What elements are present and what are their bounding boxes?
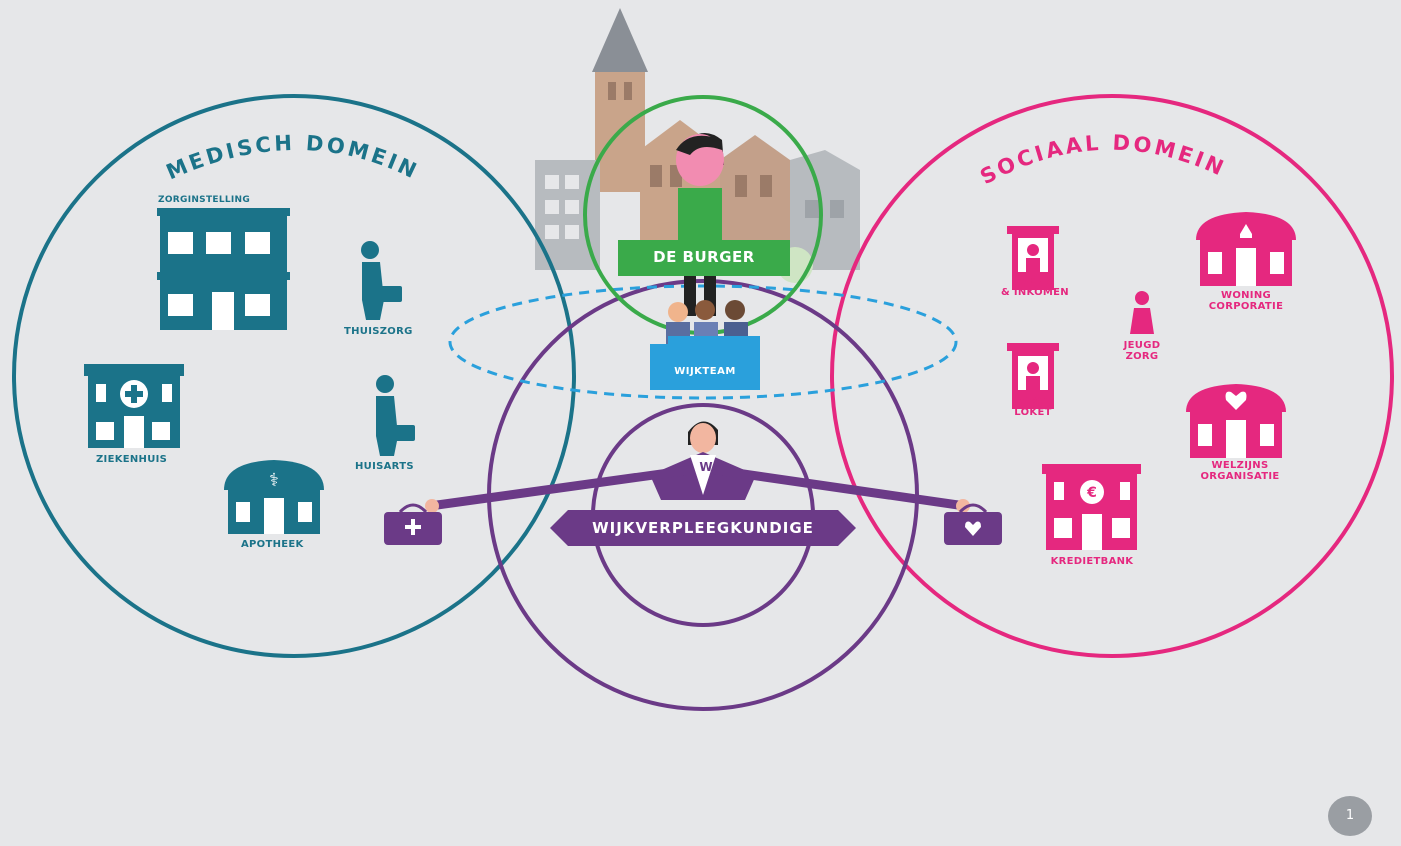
zorginstelling-label: ZORGINSTELLING — [158, 195, 251, 205]
medical-bag-icon — [384, 503, 442, 545]
werk-inkomen-kiosk-icon — [1007, 226, 1059, 290]
social-domain-title: SOCIAAL DOMEIN — [976, 131, 1229, 190]
burger-banner — [618, 240, 790, 276]
kredietbank-label: KREDIETBANK — [1050, 556, 1134, 567]
nurse-label: WIJKVERPLEEGKUNDIGE — [592, 519, 814, 537]
burger-label: DE BURGER — [653, 248, 755, 266]
social-domain-circle — [830, 94, 1394, 658]
wijkteam-dashed-ellipse — [448, 284, 958, 400]
thuiszorg-label: THUISZORG — [344, 326, 413, 337]
nurse-banner — [550, 510, 856, 546]
wijkteam-label: WIJKTEAM — [674, 366, 736, 377]
huisarts-doctor-icon — [376, 375, 415, 456]
medical-domain-circle — [12, 94, 576, 658]
medical-domain-title: MEDISCH DOMEIN — [163, 131, 423, 185]
svg-text:⚕: ⚕ — [269, 470, 279, 491]
nurse-figure — [425, 421, 970, 513]
burger-figure — [676, 132, 724, 316]
welzijns-organisatie-house-icon — [1186, 384, 1286, 458]
wijkteam-box — [650, 336, 760, 390]
huisarts-label: HUISARTS — [355, 461, 414, 472]
social-bag-icon — [944, 503, 1002, 545]
jeugdzorg-child-icon — [1130, 291, 1154, 334]
thuiszorg-nurse-icon — [361, 241, 402, 320]
svg-text:€: € — [1086, 485, 1097, 501]
nurse-badge: W — [699, 460, 712, 474]
kredietbank-bank-icon: € — [1042, 464, 1141, 550]
apotheek-label: APOTHEEK — [241, 539, 304, 550]
wmo-loket-kiosk-icon — [1007, 343, 1059, 409]
zorginstelling-building-icon — [157, 208, 290, 330]
apotheek-pharmacy-icon: ⚕ — [224, 460, 324, 534]
ziekenhuis-label: ZIEKENHUIS — [96, 454, 168, 465]
werk-inkomen-label: WERK& INKOMEN — [1001, 276, 1069, 298]
page-number-badge: 1 — [1328, 796, 1372, 836]
woning-corporatie-house-icon — [1196, 212, 1296, 286]
ziekenhuis-hospital-icon — [84, 364, 184, 448]
